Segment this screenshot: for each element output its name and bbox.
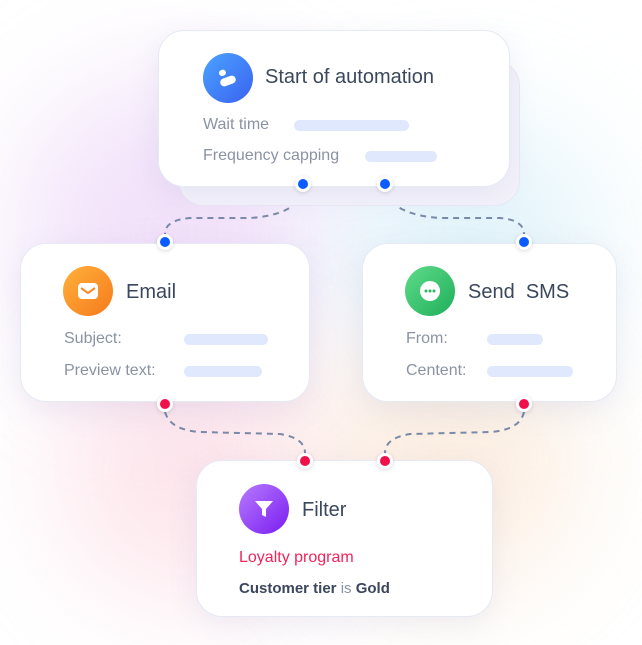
card-title: Email (126, 281, 177, 303)
connector-email-filter (164, 411, 306, 454)
card-title: Start of automation (265, 66, 434, 88)
frequency-capping-placeholder (365, 151, 437, 162)
connector-port-red[interactable] (297, 453, 313, 469)
send-sms-card[interactable]: Send SMS From: Centent: (362, 243, 617, 402)
preview-text-placeholder (184, 366, 262, 377)
filter-value: Gold (355, 580, 390, 597)
filter-group: Loyalty program (239, 549, 354, 566)
connector-port-red[interactable] (157, 396, 173, 412)
chat-bubble-icon (405, 266, 455, 316)
content-placeholder (487, 366, 573, 377)
email-card[interactable]: Email Subject: Preview text: (20, 243, 310, 402)
connector-port-red[interactable] (377, 453, 393, 469)
connector-port-blue[interactable] (295, 176, 311, 192)
bolt-logo-icon (203, 53, 253, 103)
filter-card[interactable]: Filter Loyalty program Customer tier is … (196, 460, 493, 617)
connector-sms-filter (384, 411, 525, 454)
card-title: Send SMS (468, 281, 570, 303)
card-title: Filter (302, 499, 347, 521)
wait-time-label: Wait time (203, 116, 270, 133)
preview-text-label: Preview text: (64, 362, 156, 379)
connector-port-red[interactable] (516, 396, 532, 412)
from-label: From: (406, 330, 448, 347)
subject-label: Subject: (64, 330, 122, 347)
filter-operator: is (340, 580, 352, 597)
funnel-icon (239, 484, 289, 534)
from-placeholder (487, 334, 543, 345)
subject-placeholder (184, 334, 268, 345)
connector-port-blue[interactable] (157, 234, 173, 250)
connector-port-blue[interactable] (377, 176, 393, 192)
filter-condition: Customer tier is Gold (239, 580, 390, 597)
filter-field: Customer tier (239, 580, 337, 597)
content-label: Centent: (406, 362, 467, 379)
frequency-capping-label: Frequency capping (203, 147, 340, 164)
envelope-icon (63, 266, 113, 316)
connector-port-blue[interactable] (516, 234, 532, 250)
start-automation-card[interactable]: Start of automation Wait time Frequency … (158, 30, 510, 187)
wait-time-placeholder (294, 120, 409, 131)
